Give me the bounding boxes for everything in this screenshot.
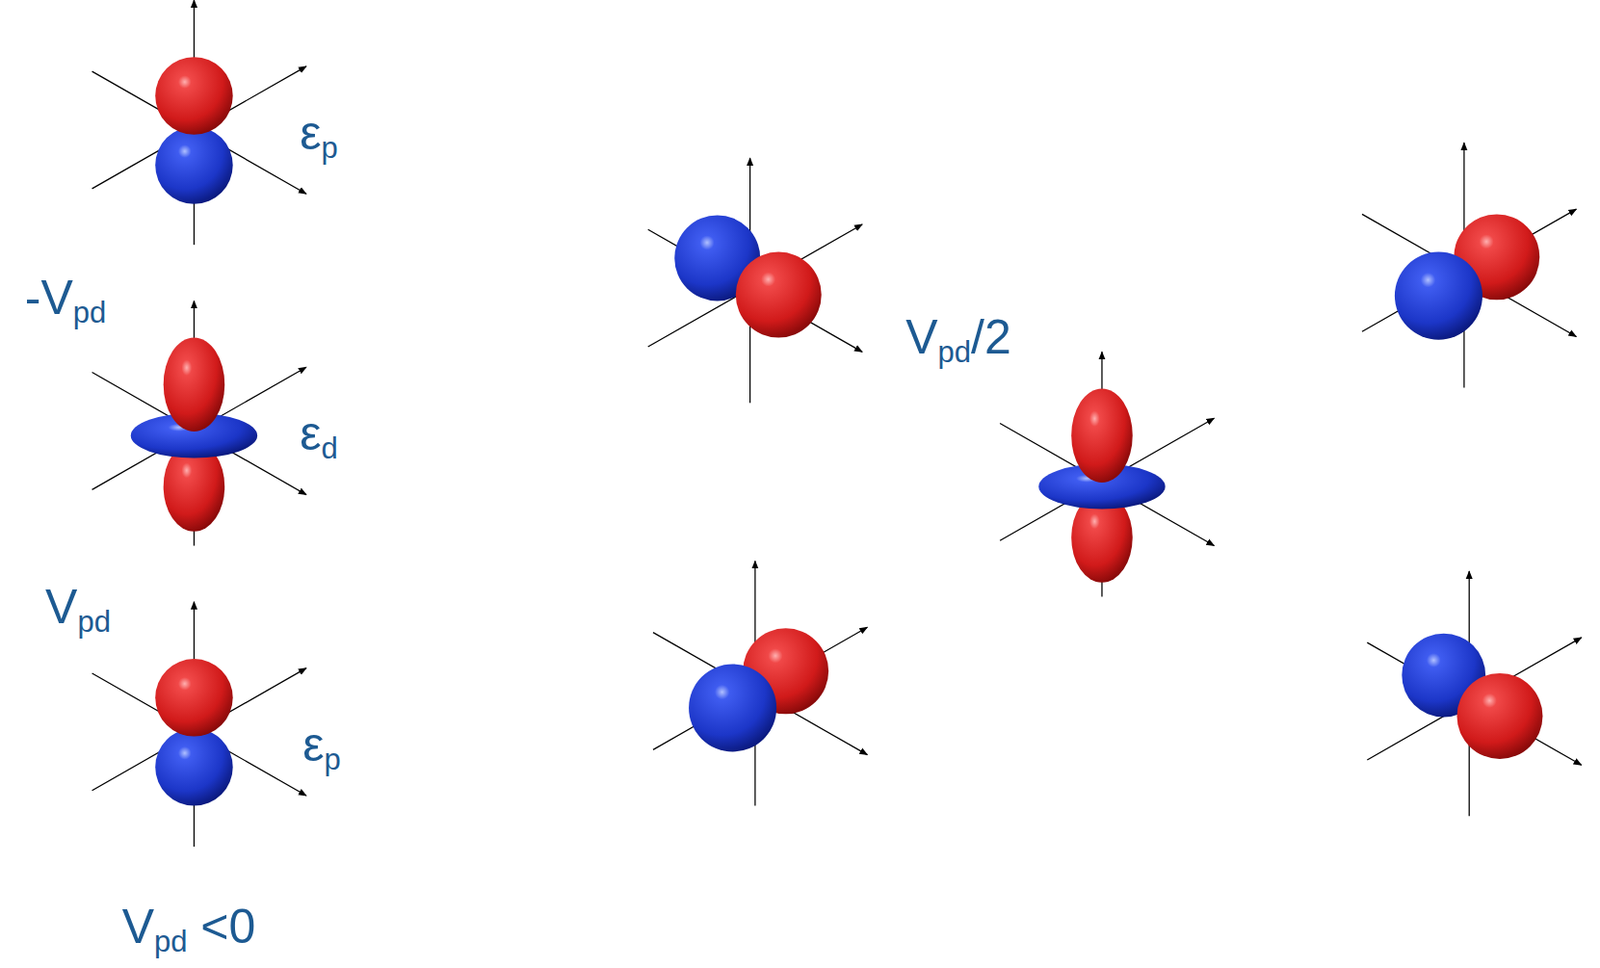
energy-label: εd [299, 409, 339, 458]
p-orbital [1366, 571, 1581, 816]
energy-label: Vpd <0 [122, 902, 257, 951]
d-orbital [999, 351, 1214, 597]
p-orbital [92, 602, 307, 847]
p-orbital [92, 0, 307, 245]
energy-label: Vpd/2 [905, 313, 1012, 362]
d-orbital [92, 300, 307, 546]
energy-label: -Vpd [25, 273, 106, 322]
energy-label: εp [299, 108, 339, 158]
p-orbital [1362, 142, 1576, 388]
p-orbital [653, 560, 867, 806]
energy-label: Vpd [45, 582, 111, 631]
energy-label: εp [302, 720, 341, 769]
p-orbital [648, 157, 863, 403]
